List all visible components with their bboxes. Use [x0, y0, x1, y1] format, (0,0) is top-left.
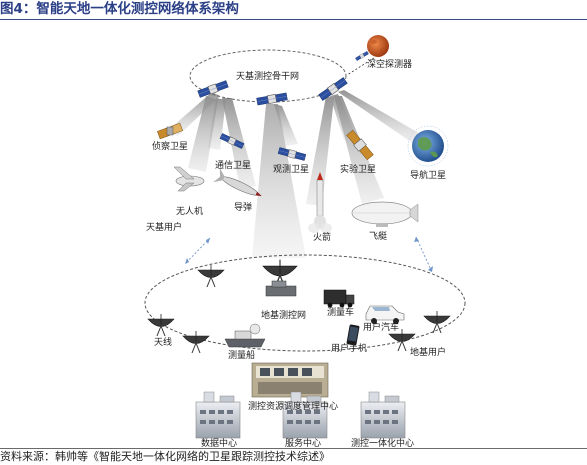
beam-ground: [252, 104, 306, 258]
architecture-diagram: 天基测控骨干网 深空探测器 侦察卫星 通信卫星 观测卫星 实验卫星 导航卫星 无…: [144, 35, 466, 448]
data-center-icon: [195, 391, 241, 439]
ground-antenna-icon: [147, 313, 175, 337]
label-exp-sat: 实验卫星: [340, 163, 376, 175]
deep-space-link: [346, 57, 375, 76]
ground-antenna-icon: [182, 330, 210, 354]
missile-icon: [213, 167, 262, 197]
space-user-links: [184, 236, 433, 273]
label-obs-sat: 观测卫星: [273, 164, 309, 175]
service-center-icon: [282, 391, 328, 439]
airship-icon: [351, 201, 419, 227]
label-survey-ship: 测量船: [228, 349, 255, 361]
label-ground-network: 地基测控网: [261, 309, 306, 321]
survey-ship-icon: [224, 323, 266, 348]
label-recon-sat: 侦察卫星: [152, 140, 188, 152]
title-rule: [0, 19, 587, 20]
rocket-icon: [308, 172, 332, 233]
label-service-center: 服务中心: [285, 437, 321, 448]
source-rule: [0, 448, 587, 449]
label-control-center: 测控资源调度管理中心: [248, 400, 338, 412]
label-ground-users: 地基用户: [410, 346, 446, 358]
label-missile: 导弹: [234, 201, 252, 213]
label-comm-sat: 通信卫星: [215, 159, 251, 171]
label-integration-center: 测控一体化中心: [351, 437, 414, 448]
figure-title: 图4：智能天地一体化测控网络体系架构: [0, 1, 239, 17]
user-car-icon: [365, 305, 405, 324]
exp-satellite-icon: [346, 129, 374, 161]
survey-vehicle-icon: [323, 289, 355, 308]
label-deep-space: 深空探测器: [367, 58, 412, 70]
beam-rocket: [306, 96, 334, 206]
label-space-users: 天基用户: [146, 221, 182, 233]
ground-antenna-icon: [197, 264, 225, 288]
label-nav-sat: 导航卫星: [410, 169, 446, 181]
ground-station-vehicle-icon: [265, 280, 297, 297]
beam-nav: [338, 90, 424, 144]
label-space-backbone: 天基测控骨干网: [236, 70, 299, 82]
nav-satellite-icon: [407, 125, 449, 167]
control-center-icon: [251, 362, 329, 398]
label-rocket: 火箭: [313, 231, 331, 243]
uav-icon: [173, 166, 205, 192]
label-uav: 无人机: [176, 205, 203, 217]
beam-obs: [274, 104, 298, 146]
backbone-satellite-icon: [256, 92, 288, 106]
label-user-car: 用户汽车: [363, 321, 399, 333]
label-airship: 飞艇: [369, 230, 387, 242]
source-note: 资料来源：韩帅等《智能天地一体化网络的卫星跟踪测控技术综述》: [0, 450, 330, 463]
ground-network-ring: [144, 254, 466, 352]
label-user-phone: 用户手机: [331, 342, 367, 354]
user-phone-icon: [346, 324, 360, 346]
label-survey-vehicle: 测量车: [327, 306, 354, 318]
deep-space-probe-icon: [355, 35, 389, 62]
label-antenna: 天线: [154, 336, 172, 348]
label-data-center: 数据中心: [201, 437, 237, 448]
integration-center-icon: [360, 391, 406, 439]
recon-satellite-icon: [157, 122, 183, 140]
beam-uav: [188, 96, 218, 172]
